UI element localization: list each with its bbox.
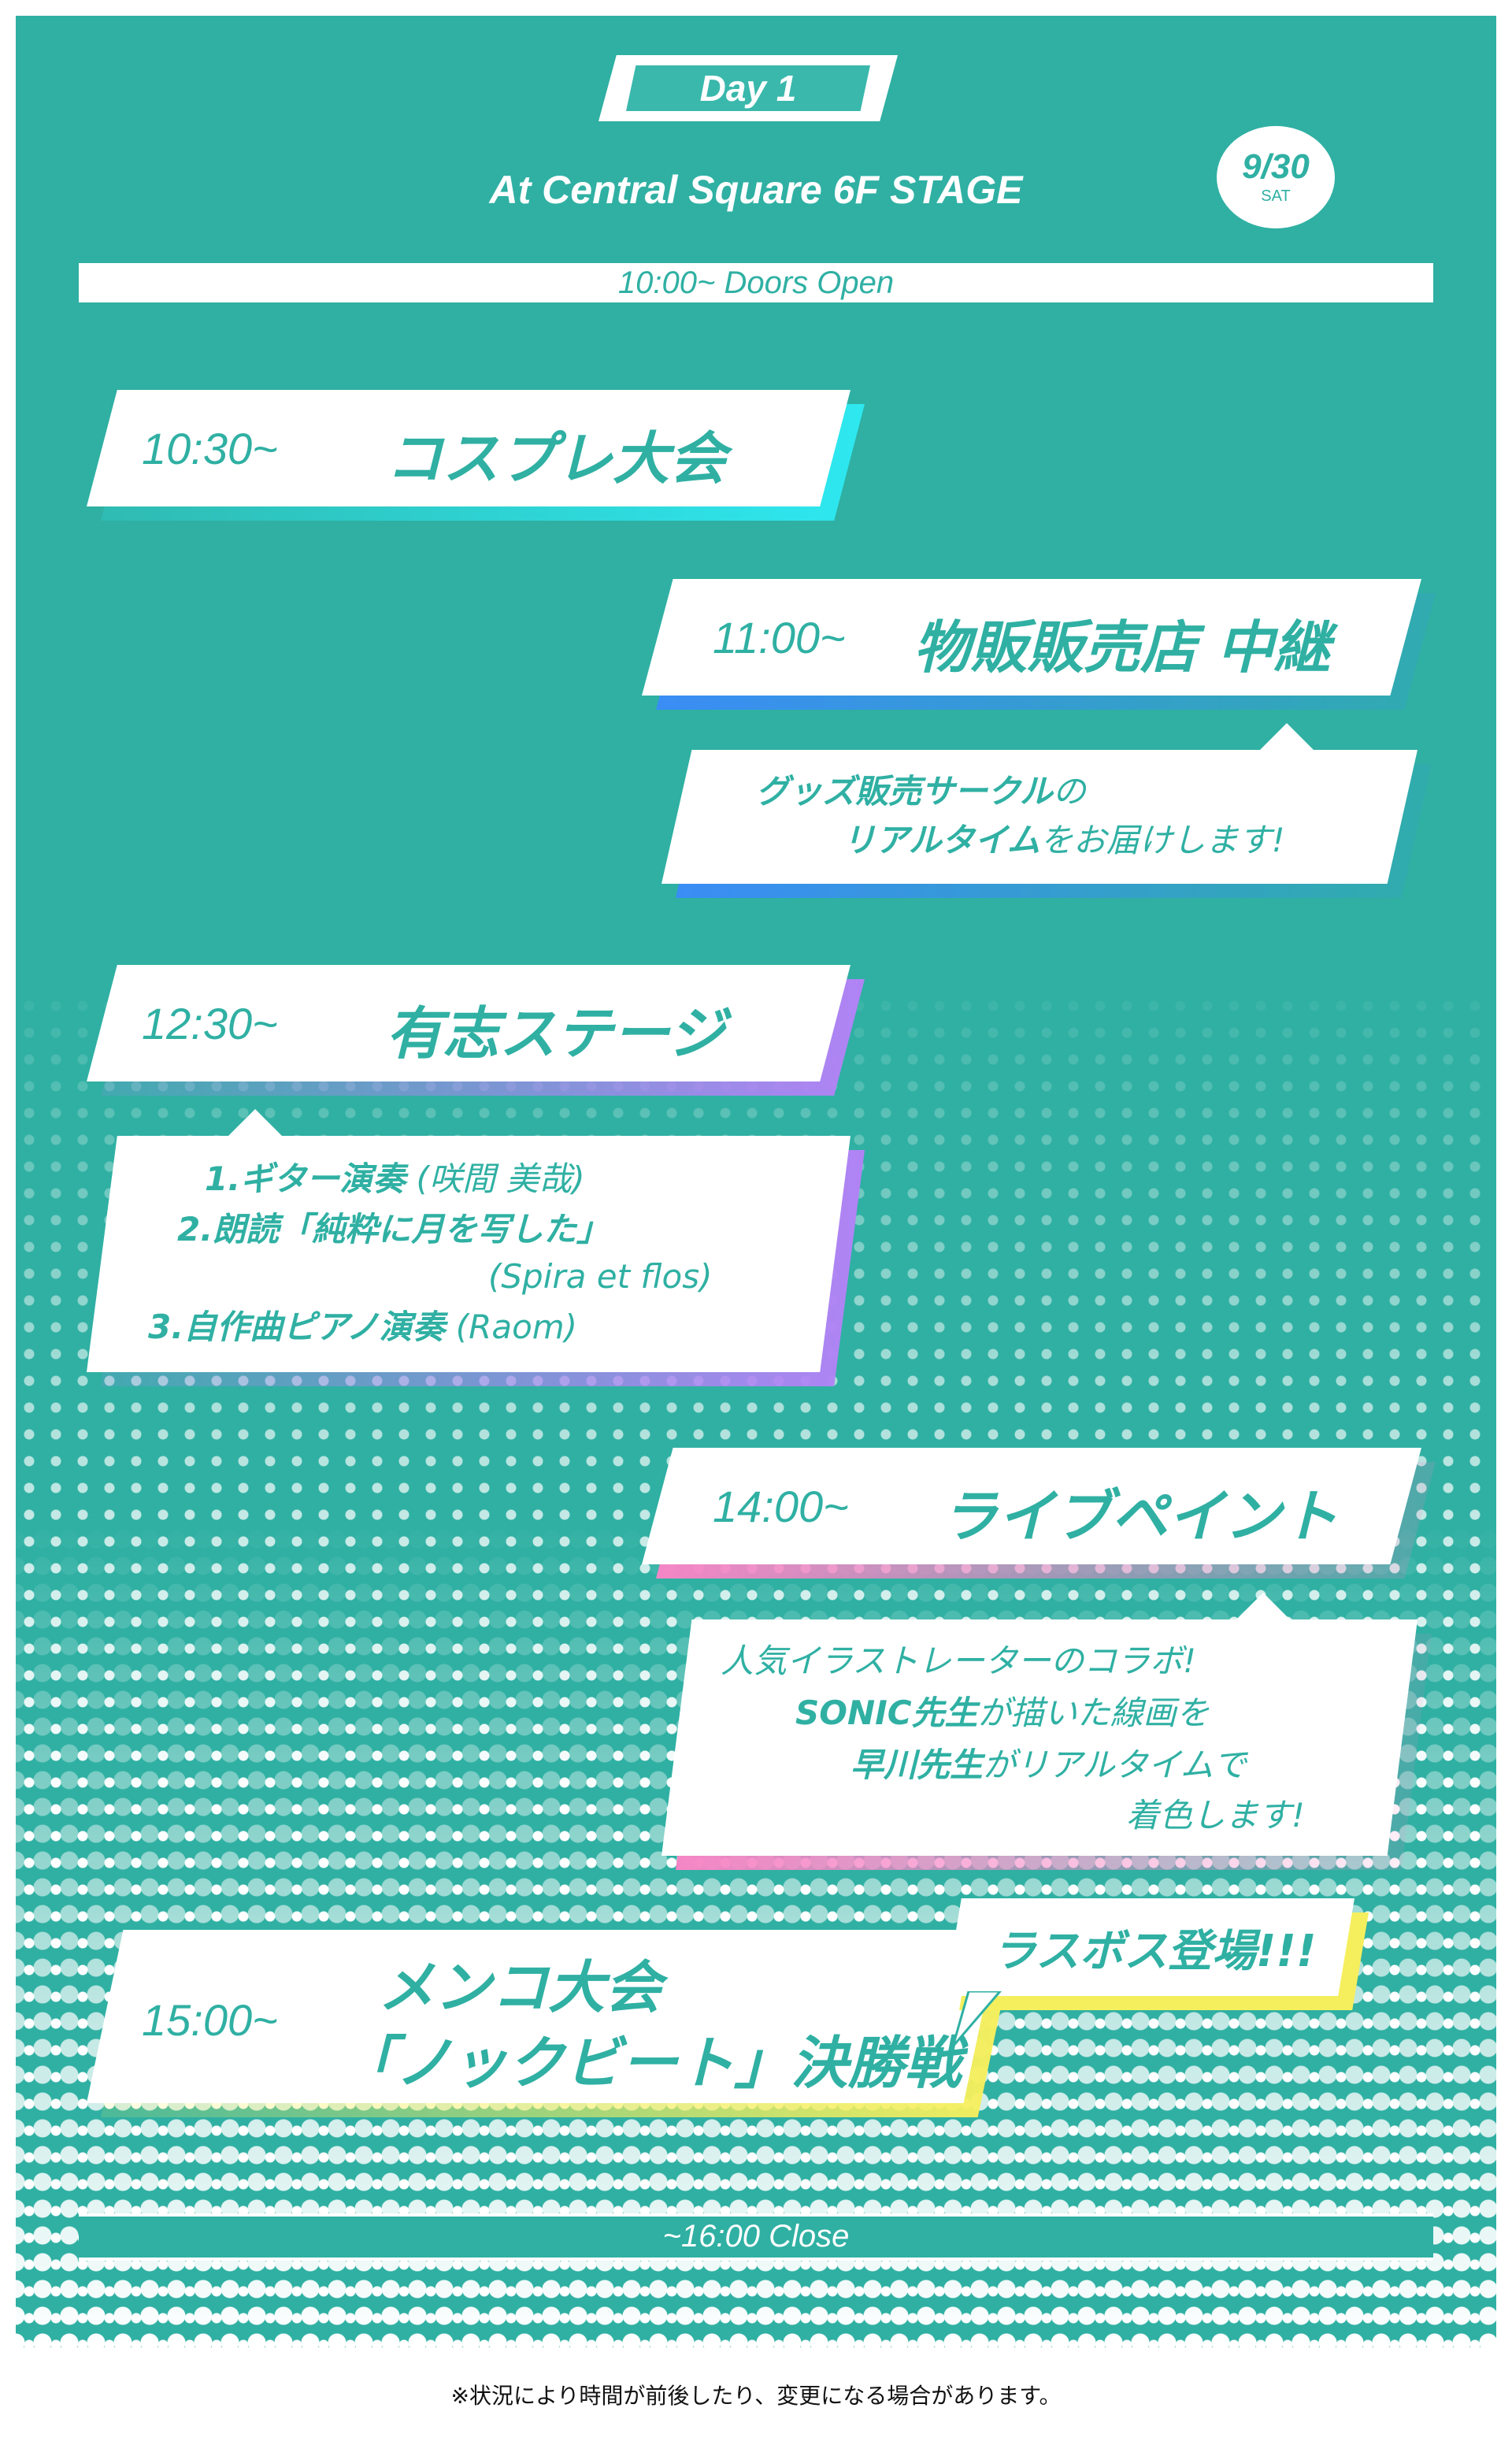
desc-line: 2.朗読「純粋に月を写した」	[177, 1205, 610, 1254]
doors-open-bar: 10:00~ Doors Open	[79, 263, 1433, 302]
event-time: 10:30~	[142, 424, 278, 473]
event-desc-goods-relay: グッズ販売サークルの リアルタイムをお届けします!	[662, 750, 1432, 898]
weekday-text: SAT	[1261, 187, 1291, 205]
desc-line: SONIC先生が描いた線画を	[795, 1689, 1210, 1738]
desc-bold: 3.自作曲ピアノ演奏	[148, 1308, 446, 1346]
event-title: 物販販売店 中継	[914, 614, 1331, 681]
desc-line: 人気イラストレーターのコラボ!	[721, 1637, 1196, 1686]
callout-pointer	[228, 1109, 282, 1136]
day-badge: Day 1	[598, 55, 898, 121]
desc-bold: 2.朗読「純粋に月を写した」	[177, 1210, 610, 1248]
event-card-menko-final: 15:00~ メンコ大会 「ノックビート」決勝戦	[87, 1930, 1014, 2117]
callout-pointer	[1236, 1593, 1290, 1619]
desc-line: 1.ギター演奏 (咲間 美哉)	[205, 1155, 585, 1204]
event-time: 15:00~	[142, 1995, 278, 2045]
desc-bold: グッズ販売サークル	[756, 772, 1053, 811]
desc-line: 早川先生がリアルタイムで	[850, 1741, 1247, 1790]
card-face	[87, 965, 850, 1081]
event-card-goods-relay: 11:00~ 物販販売店 中継	[642, 579, 1436, 710]
event-time: 14:00~	[713, 1482, 849, 1531]
event-time: 11:00~	[713, 613, 846, 662]
close-bar: ~16:00 Close	[79, 2213, 1433, 2261]
event-card-cosplay: 10:30~ コスプレ大会	[87, 390, 865, 521]
event-title-line2: 「ノックビート」決勝戦	[339, 2030, 962, 2096]
desc-bold: SONIC先生	[795, 1694, 978, 1732]
desc-rest: (Raom)	[445, 1308, 578, 1346]
event-time: 12:30~	[142, 999, 278, 1048]
desc-rest: 人気イラストレーターのコラボ!	[721, 1642, 1196, 1680]
event-desc-volunteer-stage: 1.ギター演奏 (咲間 美哉) 2.朗読「純粋に月を写した」 (Spira et…	[87, 1136, 865, 1386]
callout-tail	[951, 1991, 1002, 2047]
desc-line: リアルタイムをお届けします!	[843, 816, 1285, 865]
desc-rest: が描いた線画を	[977, 1694, 1210, 1732]
card-face	[87, 1136, 850, 1372]
callout-pointer	[1260, 723, 1314, 750]
event-title: ライブペイント	[941, 1483, 1339, 1549]
callout-text: ラスボス登場!!!	[992, 1926, 1317, 1977]
card-face	[87, 390, 850, 506]
event-title-line1: メンコ大会	[378, 1954, 662, 2020]
card-face	[642, 579, 1421, 696]
desc-rest: をお届けします!	[1040, 821, 1285, 859]
desc-line: 3.自作曲ピアノ演奏 (Raom)	[148, 1303, 577, 1352]
event-title: 有志ステージ	[386, 1000, 725, 1067]
footnote: ※状況により時間が前後したり、変更になる場合があります。	[450, 2383, 1062, 2409]
desc-rest: がリアルタイムで	[983, 1746, 1247, 1784]
desc-bold: 1.ギター演奏	[205, 1159, 406, 1198]
date-text: 9/30	[1242, 147, 1310, 186]
card-face	[945, 1898, 1354, 1996]
event-desc-live-paint: 人気イラストレーターのコラボ! SONIC先生が描いた線画を 早川先生がリアルタ…	[662, 1619, 1432, 1870]
card-face	[662, 1619, 1418, 1856]
event-card-live-paint: 14:00~ ライブペイント	[642, 1448, 1436, 1579]
card-face	[87, 1930, 1000, 2103]
event-card-volunteer-stage: 12:30~ 有志ステージ	[87, 965, 865, 1096]
desc-rest: の	[1052, 772, 1086, 811]
date-badge: 9/30 SAT	[1217, 126, 1335, 228]
desc-line: 着色します!	[1126, 1791, 1305, 1840]
desc-line: グッズ販売サークルの	[756, 767, 1086, 816]
day-label: Day 1	[626, 65, 870, 111]
last-boss-callout: ラスボス登場!!!	[945, 1898, 1369, 2010]
venue-title: At Central Square 6F STAGE	[489, 168, 1023, 212]
desc-bold: 早川先生	[850, 1746, 984, 1784]
card-face	[642, 1448, 1421, 1564]
event-title: コスプレ大会	[386, 425, 727, 492]
desc-rest: (Spira et flos)	[488, 1257, 713, 1296]
desc-rest: 着色します!	[1126, 1796, 1305, 1835]
desc-bold: リアルタイム	[843, 821, 1040, 859]
desc-line: (Spira et flos)	[488, 1252, 712, 1301]
desc-rest: (咲間 美哉)	[406, 1159, 585, 1198]
card-face	[662, 750, 1418, 884]
